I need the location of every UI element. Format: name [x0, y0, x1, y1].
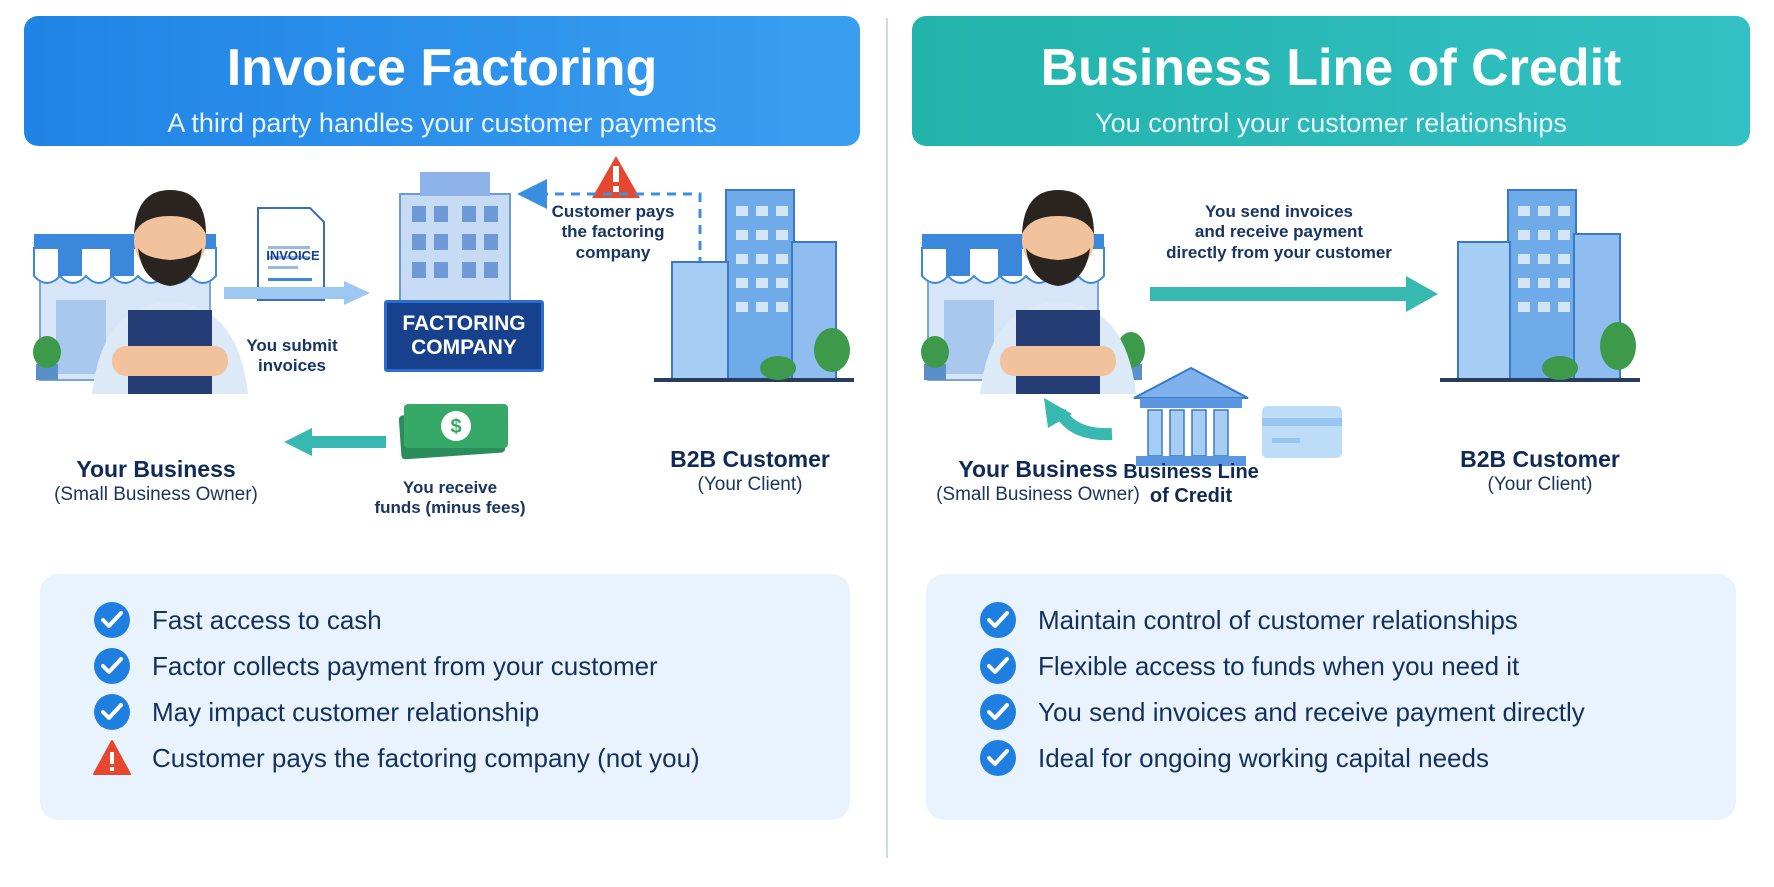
credit-banner: Business Line of Credit You control your…: [912, 16, 1750, 146]
bank-label-line: Business Line: [1123, 461, 1259, 483]
send-label-line: and receive payment: [1194, 222, 1364, 242]
invoice-doc-label: INVOICE: [266, 248, 320, 263]
benefit-text: Ideal for ongoing working capital needs: [1038, 742, 1489, 773]
submit-label-line: invoices: [257, 356, 327, 376]
list-item: Customer pays the factoring company (not…: [92, 738, 700, 778]
check-icon: [980, 602, 1016, 638]
invoice-factoring-panel: Invoice Factoring A third party handles …: [0, 0, 884, 887]
factoring-banner: Invoice Factoring A third party handles …: [24, 16, 860, 146]
bank-label-line: of Credit: [1149, 485, 1233, 507]
factoring-box-line: COMPANY: [411, 336, 517, 359]
credit-benefits-list: Maintain control of customer relationshi…: [926, 574, 1736, 820]
customer-pays-arrow: [517, 179, 702, 266]
credit-subtitle: You control your customer relationships: [1095, 108, 1567, 138]
check-icon: [94, 648, 130, 684]
customer-subtitle: (Your Client): [1487, 473, 1593, 495]
benefit-text: Customer pays the factoring company (not…: [152, 742, 700, 773]
check-icon: [980, 740, 1016, 776]
warning-icon: [592, 156, 640, 198]
invoice-document-icon: [257, 207, 325, 301]
list-item: You send invoices and receive payment di…: [978, 692, 1585, 732]
list-item: Maintain control of customer relationshi…: [978, 600, 1518, 640]
list-item: Ideal for ongoing working capital needs: [978, 738, 1489, 778]
business-title: Your Business: [958, 456, 1118, 482]
factoring-company-box: FACTORING COMPANY: [384, 300, 544, 372]
factoring-subtitle: A third party handles your customer paym…: [167, 108, 717, 138]
list-item: May impact customer relationship: [92, 692, 539, 732]
benefit-text: Flexible access to funds when you need i…: [1038, 650, 1520, 681]
benefit-text: May impact customer relationship: [152, 696, 540, 727]
check-icon: [94, 602, 130, 638]
credit-card-icon: [1262, 406, 1342, 458]
factoring-diagram: $ INVOICE You submit invoices FACTORING …: [0, 150, 886, 570]
your-business-label: Your Business (Small Business Owner): [40, 456, 272, 506]
business-subtitle: (Small Business Owner): [936, 483, 1140, 505]
check-icon: [980, 648, 1016, 684]
receive-funds-arrowhead: [284, 428, 312, 456]
list-item: Flexible access to funds when you need i…: [978, 646, 1519, 686]
b2b-customer-label: B2B Customer (Your Client): [650, 446, 850, 496]
send-label-line: You send invoices: [1204, 202, 1353, 221]
factoring-diagram-graphics: $: [33, 156, 854, 460]
send-label-line: directly from your customer: [1166, 242, 1392, 262]
business-title: Your Business: [76, 456, 236, 482]
check-icon: [94, 694, 130, 730]
factoring-box-line: FACTORING: [402, 311, 526, 335]
customer-title: B2B Customer: [670, 446, 830, 472]
credit-funds-arrowhead: [1044, 398, 1072, 428]
benefit-text: Factor collects payment from your custom…: [152, 650, 658, 681]
list-item: Fast access to cash: [92, 600, 382, 640]
factoring-title: Invoice Factoring: [226, 39, 658, 97]
receive-funds-label: You receive funds (minus fees): [360, 478, 540, 519]
svg-text:$: $: [450, 416, 461, 438]
your-business-label: Your Business (Small Business Owner): [922, 456, 1154, 506]
bank-icon: [1133, 366, 1249, 466]
customer-pays-line: company: [575, 242, 651, 262]
business-subtitle: (Small Business Owner): [54, 483, 258, 505]
receive-label-line: funds (minus fees): [374, 498, 526, 518]
benefit-text: Fast access to cash: [152, 604, 382, 635]
customer-pays-label: Customer pays the factoring company: [540, 202, 686, 263]
warning-icon: [93, 740, 131, 775]
benefit-text: You send invoices and receive payment di…: [1038, 696, 1585, 727]
direct-payment-arrowhead: [1406, 276, 1438, 312]
credit-title: Business Line of Credit: [1040, 39, 1622, 97]
cash-icon: $: [398, 404, 508, 460]
customer-pays-line: the factoring: [561, 222, 665, 242]
submit-invoices-label: You submit invoices: [230, 336, 354, 377]
line-of-credit-label: Business Line of Credit: [1110, 460, 1272, 508]
list-item: Factor collects payment from your custom…: [92, 646, 658, 686]
b2b-customer-building-icon: [1440, 189, 1640, 382]
credit-diagram: You send invoices and receive payment di…: [888, 150, 1774, 570]
customer-title: B2B Customer: [1460, 446, 1620, 472]
business-owner-icon: [980, 190, 1136, 394]
check-icon: [980, 694, 1016, 730]
credit-diagram-graphics: [921, 189, 1640, 466]
panel-divider: [886, 18, 888, 858]
direct-payment-label: You send invoices and receive payment di…: [1148, 202, 1410, 263]
plant-icon: [33, 336, 61, 380]
customer-subtitle: (Your Client): [697, 473, 803, 495]
factoring-benefits-list: Fast access to cash Factor collects paym…: [40, 574, 850, 820]
customer-pays-line: Customer pays: [551, 202, 675, 221]
benefit-text: Maintain control of customer relationshi…: [1038, 604, 1518, 635]
b2b-customer-building-icon: [654, 189, 854, 382]
b2b-customer-label: B2B Customer (Your Client): [1440, 446, 1640, 496]
receive-label-line: You receive: [402, 478, 498, 497]
factoring-building-icon: [399, 172, 511, 305]
submit-arrowhead: [344, 281, 370, 305]
submit-label-line: You submit: [246, 336, 338, 355]
business-owner-icon: [92, 190, 248, 394]
line-of-credit-panel: Business Line of Credit You control your…: [888, 0, 1774, 887]
